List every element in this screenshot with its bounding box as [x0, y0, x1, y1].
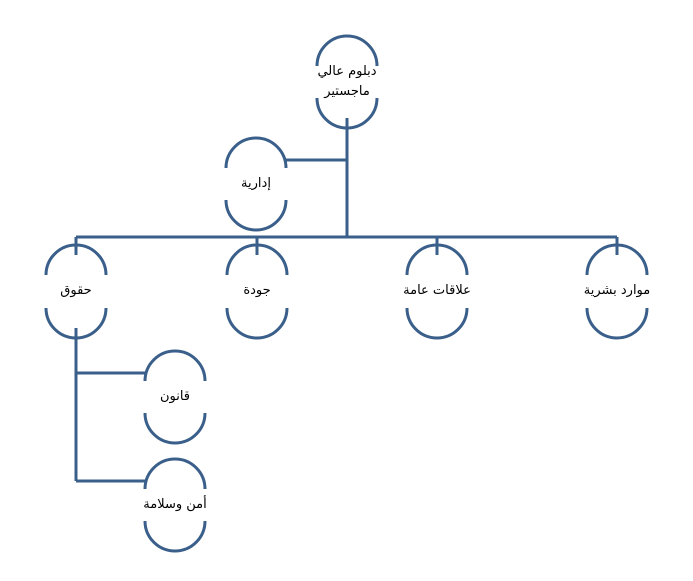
- node-rights-label: حقوق: [60, 283, 92, 298]
- node-root-shape: [315, 34, 379, 130]
- node-safety-label: أمن وسلامة: [143, 497, 207, 512]
- node-hr-shape: [585, 243, 649, 340]
- node-root-label: دبلوم عالي ماجستير: [317, 62, 376, 102]
- node-hr-label: موارد بشرية: [583, 283, 651, 298]
- node-root-line1: دبلوم عالي: [317, 64, 377, 79]
- node-quality-label: جودة: [243, 283, 271, 298]
- node-quality-shape: [225, 243, 289, 340]
- node-rights-shape: [44, 243, 108, 340]
- node-root-line2: ماجستير: [324, 84, 370, 99]
- node-admin-label: إدارية: [241, 176, 271, 191]
- node-law-shape: [143, 349, 207, 445]
- node-law-label: قانون: [159, 389, 191, 404]
- node-pr-shape: [405, 243, 469, 340]
- node-safety-shape: [143, 457, 207, 553]
- node-pr-label: علاقات عامة: [403, 283, 471, 298]
- node-admin-shape: [224, 136, 288, 232]
